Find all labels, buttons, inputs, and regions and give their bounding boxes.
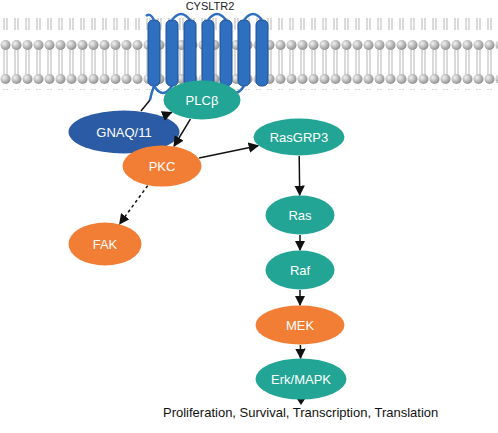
- signal-arrow: [141, 100, 150, 111]
- signal-arrow: [298, 156, 300, 195]
- node-label: FAK: [93, 237, 118, 252]
- outcome-label: Proliferation, Survival, Transcription, …: [163, 405, 438, 420]
- node-label: RasGRP3: [270, 130, 329, 145]
- loop: [146, 15, 154, 20]
- signal-arrow: [174, 119, 190, 146]
- ellipse-fill: [254, 119, 345, 156]
- node-label: Erk/MAPK: [271, 372, 331, 387]
- ellipse-fill: [164, 81, 241, 120]
- kinase-node: FAK: [68, 222, 142, 266]
- ellipse-fill: [69, 223, 142, 266]
- signal-arrow: [163, 113, 172, 117]
- arrow-head: [297, 399, 305, 405]
- node-label: PLCβ: [186, 93, 219, 108]
- helix: [202, 20, 214, 86]
- kinase-node: Erk/MAPK: [255, 358, 347, 400]
- kinase-node: PKC: [122, 145, 202, 187]
- receptor-label: CYSLTR2: [140, 0, 280, 12]
- helix: [166, 20, 178, 86]
- gtpase-node: Ras: [265, 195, 335, 235]
- signal-arrow: [300, 345, 302, 358]
- loop: [244, 14, 262, 20]
- helix: [256, 20, 268, 86]
- node-label: Ras: [288, 208, 311, 223]
- node-label: MEK: [286, 318, 314, 333]
- ellipse-fill: [256, 359, 347, 400]
- receptor-tail: [150, 86, 154, 100]
- helix: [220, 20, 232, 86]
- enzyme-node: PLCβ: [163, 80, 241, 120]
- node-label: Raf: [290, 263, 310, 278]
- signal-arrow: [299, 235, 301, 250]
- ellipse-fill: [256, 306, 345, 345]
- helix: [238, 20, 250, 86]
- signal-arrow: [120, 186, 148, 224]
- kinase-node: MEK: [255, 305, 345, 345]
- gef-node: RasGRP3: [253, 118, 345, 156]
- node-label: PKC: [149, 159, 176, 174]
- node-label: GNAQ/11: [96, 125, 151, 140]
- kinase-node: Raf: [265, 250, 335, 290]
- ellipse-fill: [266, 196, 335, 235]
- loop: [208, 14, 226, 20]
- loop: [172, 14, 190, 20]
- helix: [148, 20, 160, 86]
- signal-arrow: [199, 146, 258, 158]
- ellipse-fill: [123, 146, 202, 187]
- ellipse-fill: [266, 251, 335, 290]
- helix: [184, 20, 196, 86]
- signal-arrow: [299, 290, 301, 305]
